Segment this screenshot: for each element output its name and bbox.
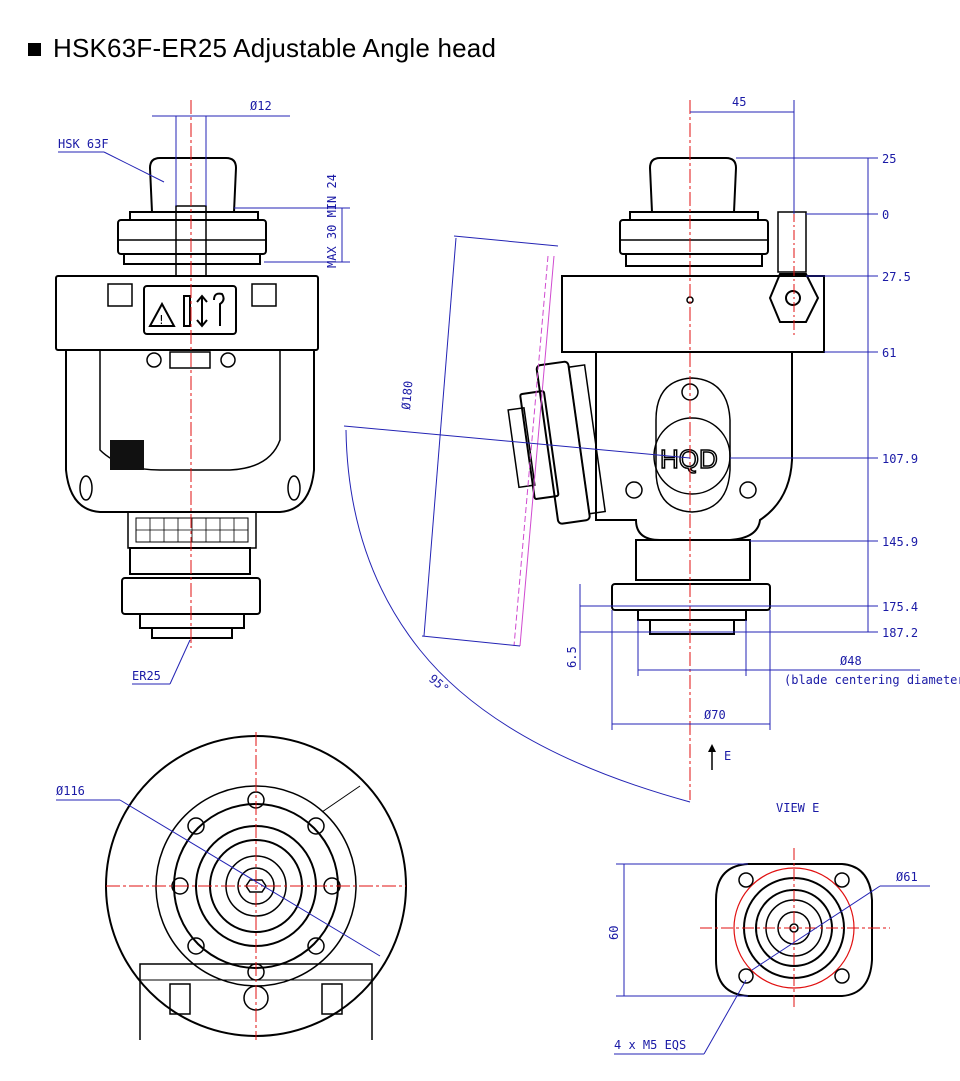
dim-dia-70: Ø70 [704,708,726,722]
bottom-view: Ø116 [56,732,407,1040]
dim-max-min: MAX 30 MIN 24 [325,174,339,268]
warning-icon: ! [159,313,164,327]
dim-dia-116: Ø116 [56,784,85,798]
dim-45: 45 [732,95,746,109]
dim-level-27-5: 27.5 [882,270,911,284]
callout-hsk-63f: HSK 63F [58,137,109,151]
callout-er25: ER25 [132,669,161,683]
title-bullet-square [28,43,41,56]
front-view: ! Ø12 [55,99,350,685]
view-e: VIEW E 60 Ø61 4 x M5 EQS [607,801,930,1055]
blade-note: (blade centering diameter) [784,673,960,687]
view-e-title: VIEW E [776,801,819,815]
view-e-marker: E [724,749,731,763]
page-title: HSK63F-ER25 Adjustable Angle head [53,32,497,63]
badge-hqd: HQD [660,444,718,474]
dim-dia-12: Ø12 [250,99,272,113]
title-row: HSK63F-ER25 Adjustable Angle head [28,28,496,68]
dim-angle-95: 95° [426,672,452,697]
dim-6-5: 6.5 [565,646,579,668]
dim-dia-48: Ø48 [840,654,862,668]
callout-4xm5: 4 x M5 EQS [614,1038,686,1052]
dim-level-107-9: 107.9 [882,452,918,466]
dim-level-187-2: 187.2 [882,626,918,640]
dim-dia-180: Ø180 [399,380,415,410]
dim-60: 60 [607,926,621,940]
lock-block [110,440,144,470]
dim-dia-61: Ø61 [896,870,918,884]
dim-level-25: 25 [882,152,896,166]
dim-level-61: 61 [882,346,896,360]
dim-level-0: 0 [882,208,889,222]
dim-level-145-9: 145.9 [882,535,918,549]
dim-level-175-4: 175.4 [882,600,918,614]
side-view: HQD Ø180 95° 45 [343,95,960,803]
